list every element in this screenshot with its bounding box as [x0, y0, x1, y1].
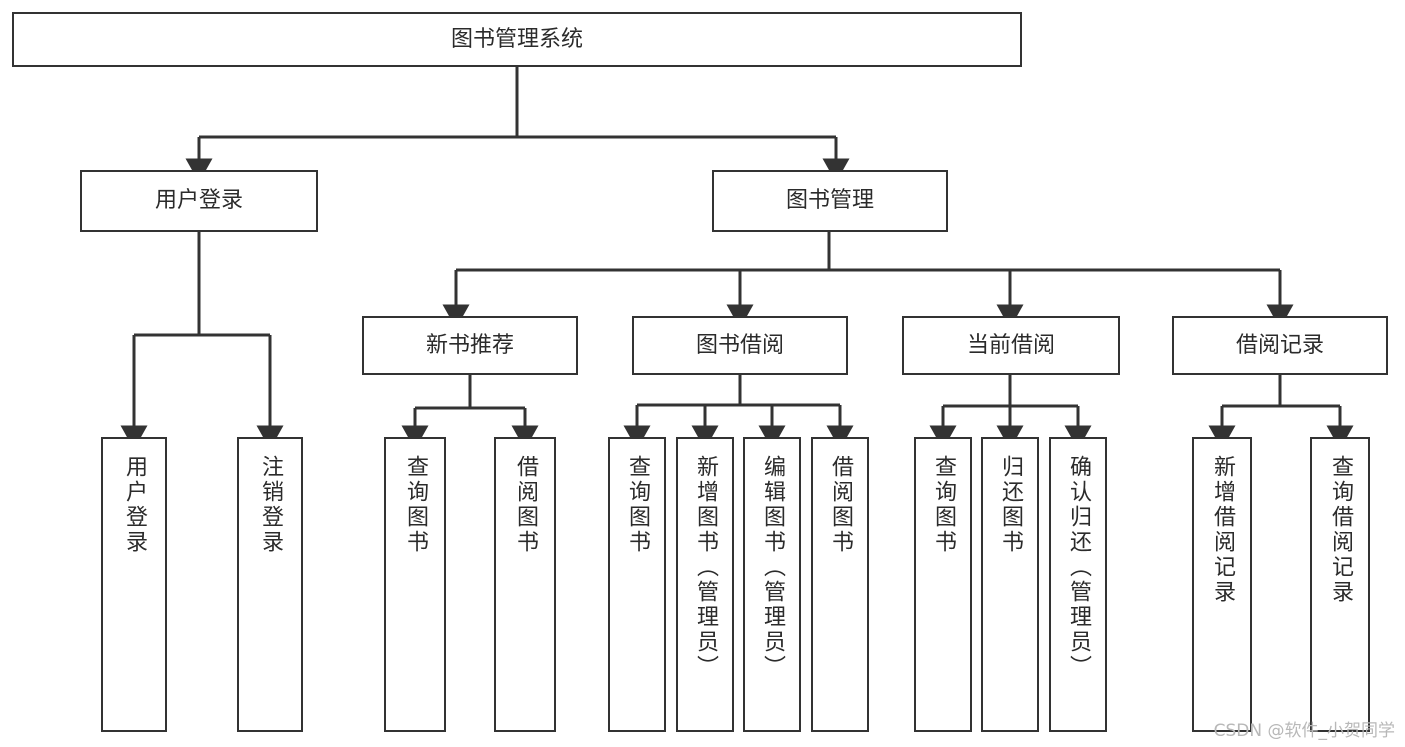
- node-label: 借阅图书: [828, 455, 853, 555]
- node-root-system[interactable]: 图书管理系统: [12, 12, 1022, 67]
- leaf-borrow-add-book[interactable]: 新增图书（管理员）: [676, 437, 734, 732]
- node-label: 图书管理系统: [450, 26, 583, 52]
- node-label: 查询借阅记录: [1328, 455, 1353, 605]
- node-label: 新增图书（管理员）: [693, 455, 718, 680]
- node-label: 用户登录: [122, 455, 147, 555]
- node-borrow-record[interactable]: 借阅记录: [1172, 316, 1388, 375]
- node-book-management[interactable]: 图书管理: [712, 170, 948, 232]
- leaf-record-add-record[interactable]: 新增借阅记录: [1192, 437, 1252, 732]
- leaf-recommend-borrow-book[interactable]: 借阅图书: [494, 437, 556, 732]
- node-label: 查询图书: [403, 455, 428, 555]
- node-label: 归还图书: [998, 455, 1023, 555]
- node-label: 编辑图书（管理员）: [760, 455, 785, 680]
- node-label: 借阅图书: [513, 455, 538, 555]
- node-label: 查询图书: [625, 455, 650, 555]
- leaf-user-login-logout[interactable]: 注销登录: [237, 437, 303, 732]
- node-label: 用户登录: [154, 188, 243, 214]
- node-label: 查询图书: [931, 455, 956, 555]
- leaf-borrow-query-book[interactable]: 查询图书: [608, 437, 666, 732]
- leaf-record-query-record[interactable]: 查询借阅记录: [1310, 437, 1370, 732]
- leaf-current-confirm-return[interactable]: 确认归还（管理员）: [1049, 437, 1107, 732]
- node-label: 当前借阅: [966, 332, 1055, 358]
- node-label: 新书推荐: [425, 332, 514, 358]
- node-book-borrow[interactable]: 图书借阅: [632, 316, 848, 375]
- leaf-current-query-book[interactable]: 查询图书: [914, 437, 972, 732]
- leaf-recommend-query-book[interactable]: 查询图书: [384, 437, 446, 732]
- node-label: 注销登录: [258, 455, 283, 555]
- node-label: 图书借阅: [695, 332, 784, 358]
- node-label: 确认归还（管理员）: [1066, 455, 1091, 680]
- leaf-borrow-edit-book[interactable]: 编辑图书（管理员）: [743, 437, 801, 732]
- leaf-current-return-book[interactable]: 归还图书: [981, 437, 1039, 732]
- csdn-watermark: CSDN @软件_小贺同学: [1213, 721, 1395, 741]
- node-label: 图书管理: [785, 188, 874, 214]
- node-label: 新增借阅记录: [1210, 455, 1235, 605]
- node-new-book-recommend[interactable]: 新书推荐: [362, 316, 578, 375]
- node-current-borrow[interactable]: 当前借阅: [902, 316, 1120, 375]
- leaf-user-login-login[interactable]: 用户登录: [101, 437, 167, 732]
- leaf-borrow-borrow-book[interactable]: 借阅图书: [811, 437, 869, 732]
- node-user-login[interactable]: 用户登录: [80, 170, 318, 232]
- node-label: 借阅记录: [1235, 332, 1324, 358]
